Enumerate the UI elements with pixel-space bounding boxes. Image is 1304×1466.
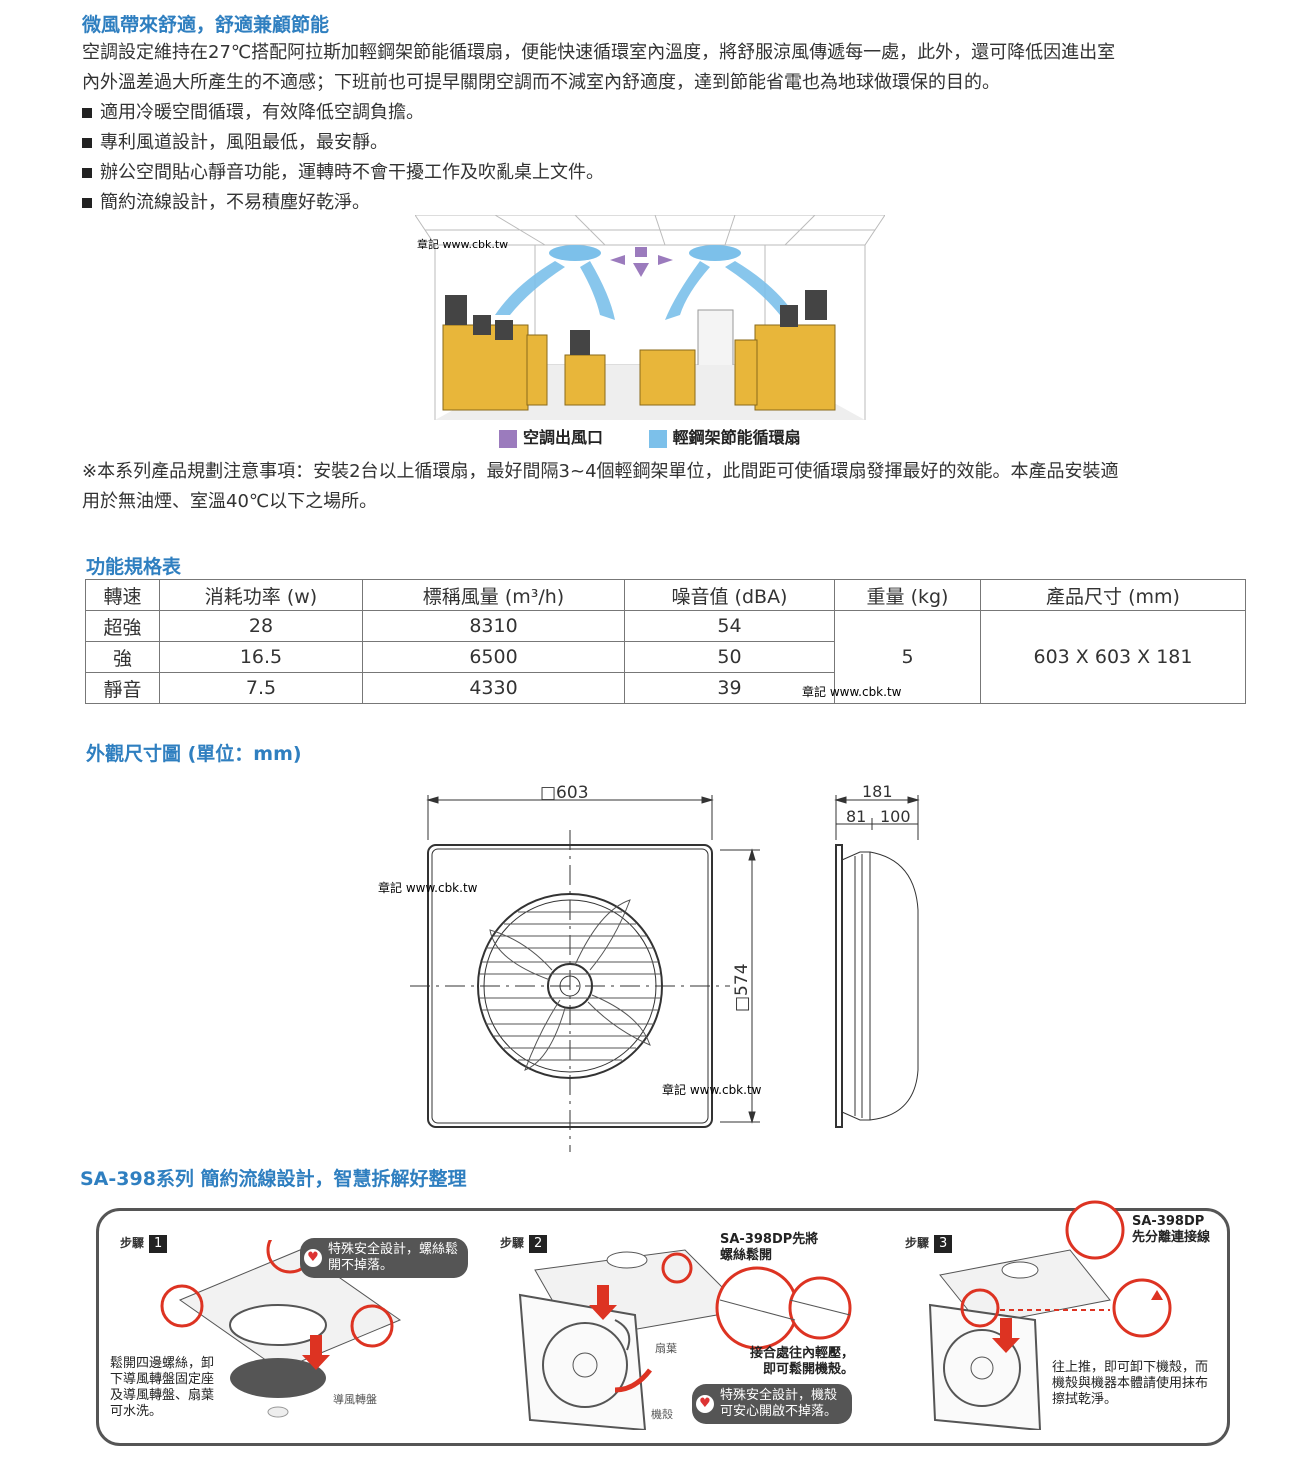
legend-circulation-fan: 輕鋼架節能循環扇 <box>648 428 801 448</box>
table-cell: 超強 <box>85 610 160 642</box>
table-cell: 4330 <box>362 672 625 704</box>
bullet-square-icon <box>82 138 92 148</box>
step-1-header: 步驟 1 <box>120 1232 168 1253</box>
legend-ac-outlet: 空調出風口 <box>499 428 603 448</box>
step-3-header: 步驟 3 <box>905 1232 953 1253</box>
spec-header-cell: 噪音值 (dBA) <box>624 579 835 611</box>
table-cell: 50 <box>624 641 835 673</box>
step-1-description: 鬆開四邊螺絲，卸下導風轉盤固定座及導風轉盤、扇葉可水洗。 <box>110 1356 215 1419</box>
dimension-title: 外觀尺寸圖 (單位：mm) <box>86 743 302 765</box>
table-cell: 28 <box>159 610 363 642</box>
table-cell: 強 <box>85 641 160 673</box>
table-cell: 靜音 <box>85 672 160 704</box>
office-airflow-illustration: 章記 www.cbk.tw <box>414 214 886 420</box>
series-title: SA-398系列 簡約流線設計，智慧拆解好整理 <box>80 1168 467 1190</box>
table-cell: 8310 <box>362 610 625 642</box>
bullet-square-icon <box>82 108 92 118</box>
feature-item: 簡約流線設計，不易積塵好乾淨。 <box>82 188 604 218</box>
spec-header-cell: 轉速 <box>85 579 160 611</box>
table-row: 超強 28 8310 54 5 603 X 603 X 181 <box>85 610 1246 704</box>
depth-back-label: 100 <box>880 807 911 826</box>
step-2-press-note: 接合處往內輕壓，即可鬆開機殼。 <box>749 1346 854 1377</box>
table-cell: 54 <box>624 610 835 642</box>
bullet-square-icon <box>82 198 92 208</box>
notice-line2: 用於無油煙、室溫40℃以下之場所。 <box>82 491 378 512</box>
table-row: 強 16.5 6500 50 <box>85 641 1246 673</box>
step-3-illustration <box>920 1200 1180 1432</box>
spec-header-cell: 消耗功率 (w) <box>159 579 363 611</box>
step-3-top-note: SA-398DP先分離連接線 <box>1132 1214 1211 1245</box>
spec-watermark: 章記 www.cbk.tw <box>802 685 902 699</box>
feature-item: 適用冷暖空間循環，有效降低空調負擔。 <box>82 98 604 128</box>
spec-header-cell: 標稱風量 (m³/h) <box>362 579 625 611</box>
bullet-square-icon <box>82 168 92 178</box>
height-dimension-label: □574 <box>732 963 752 1012</box>
spec-header-cell: 重量 (kg) <box>834 579 981 611</box>
step-1-safety-pill: ♥ 特殊安全設計，螺絲鬆開不掉落。 <box>300 1238 468 1278</box>
spec-header-cell: 產品尺寸 (mm) <box>980 579 1246 611</box>
table-cell: 39 <box>624 672 835 704</box>
feature-item: 專利風道設計，風阻最低，最安靜。 <box>82 128 604 158</box>
feature-list: 適用冷暖空間循環，有效降低空調負擔。 專利風道設計，風阻最低，最安靜。 辦公空間… <box>82 98 604 218</box>
depth-dimension-label: 181 <box>862 782 893 801</box>
step-2-safety-pill: ♥ 特殊安全設計，機殼可安心開啟不掉落。 <box>692 1384 852 1424</box>
spec-title: 功能規格表 <box>86 556 182 578</box>
feature-item: 辦公空間貼心靜音功能，運轉時不會干擾工作及吹亂桌上文件。 <box>82 158 604 188</box>
heart-icon: ♥ <box>696 1395 714 1413</box>
spec-header-row: 轉速 消耗功率 (w) 標稱風量 (m³/h) 噪音值 (dBA) 重量 (kg… <box>85 579 1246 611</box>
step-3-description: 往上推，即可卸下機殼，而機殼與機器本體請使用抹布擦拭乾淨。 <box>1052 1360 1209 1407</box>
table-row: 靜音 7.5 4330 39 <box>85 672 1246 704</box>
legend-swatch-blue <box>648 429 667 448</box>
step-2-part-blade: 扇葉 <box>655 1342 677 1355</box>
step-2-top-note: SA-398DP先將螺絲鬆開 <box>720 1232 819 1263</box>
office-legend: 空調出風口 輕鋼架節能循環扇 <box>499 424 801 448</box>
weight-cell: 5 <box>834 610 981 704</box>
size-cell: 603 X 603 X 181 <box>980 610 1246 704</box>
intro-paragraph-line1: 空調設定維持在27℃搭配阿拉斯加輕鋼架節能循環扇，便能快速循環室內溫度，將舒服涼… <box>82 42 1116 63</box>
step-2-illustration <box>515 1230 875 1432</box>
step-1-illustration <box>160 1226 440 1430</box>
intro-title: 微風帶來舒適，舒適兼顧節能 <box>82 14 330 36</box>
dimension-watermark-2: 章記 www.cbk.tw <box>662 1083 762 1097</box>
table-cell: 6500 <box>362 641 625 673</box>
dimension-drawing: □603 □574 181 81 100 <box>400 780 960 1160</box>
office-watermark: 章記 www.cbk.tw <box>417 237 508 251</box>
spec-table: 轉速 消耗功率 (w) 標稱風量 (m³/h) 噪音值 (dBA) 重量 (kg… <box>85 579 1246 704</box>
dimension-watermark-1: 章記 www.cbk.tw <box>378 881 478 895</box>
notice-line1: ※本系列產品規劃注意事項：安裝2台以上循環扇，最好間隔3~4個輕鋼架單位，此間距… <box>82 461 1119 482</box>
table-cell: 7.5 <box>159 672 363 704</box>
step-2-part-housing: 機殼 <box>651 1408 673 1421</box>
disassembly-panel <box>96 1208 1230 1446</box>
step-2-header: 步驟 2 <box>500 1232 548 1253</box>
step-1-part-label: 導風轉盤 <box>333 1393 377 1406</box>
heart-icon: ♥ <box>304 1249 322 1267</box>
intro-paragraph-line2: 內外溫差過大所產生的不適感；下班前也可提早關閉空調而不減室內舒適度，達到節能省電… <box>82 72 1000 93</box>
depth-front-label: 81 <box>846 807 866 826</box>
width-dimension-label: □603 <box>540 783 589 803</box>
legend-swatch-purple <box>499 429 517 448</box>
table-cell: 16.5 <box>159 641 363 673</box>
